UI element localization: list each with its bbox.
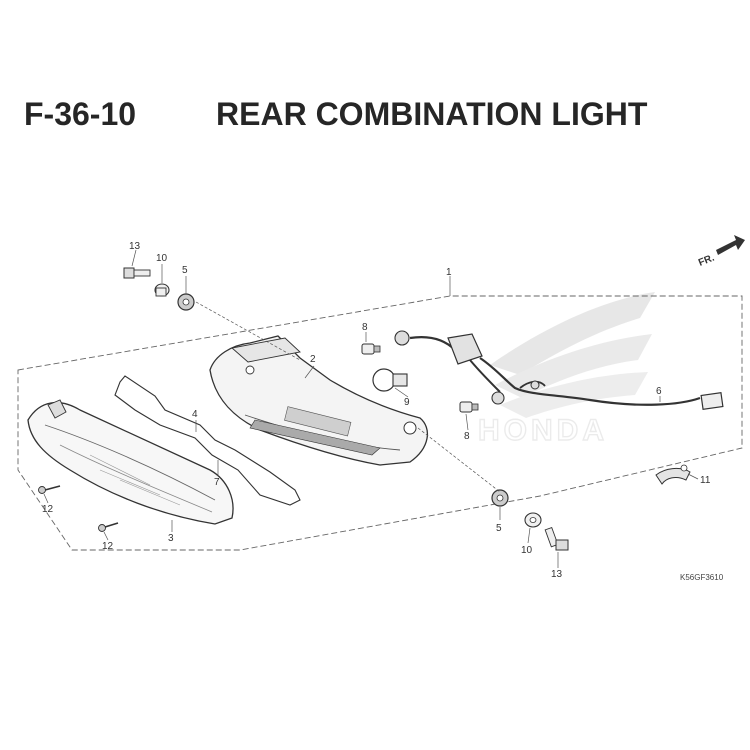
- callout-8a: 8: [362, 322, 368, 333]
- lens-part-3: [27, 399, 234, 525]
- grommet-part-5b: [491, 489, 509, 507]
- callout-11: 11: [700, 475, 711, 486]
- clamp-part-11: [655, 467, 691, 485]
- callout-9: 9: [404, 397, 410, 408]
- callout-6: 6: [656, 386, 662, 397]
- callout-4: 4: [192, 409, 198, 420]
- page-title: REAR COMBINATION LIGHT: [216, 96, 648, 132]
- callout-13a: 13: [129, 241, 141, 252]
- honda-wing-watermark: HONDA: [477, 292, 655, 448]
- small-bulb-part-8b: [459, 401, 479, 413]
- callout-5b: 5: [496, 523, 502, 534]
- callout-1: 1: [446, 267, 452, 278]
- screw-part-12a: [38, 485, 61, 494]
- figure-number: F-36-10: [24, 96, 137, 132]
- collar-part-10a: [154, 283, 170, 297]
- bulb-part-9: [372, 368, 408, 392]
- housing-part-2: [209, 335, 429, 466]
- bolt-part-13b: [544, 526, 569, 551]
- callout-2: 2: [310, 354, 316, 365]
- callout-10b: 10: [521, 545, 533, 556]
- front-direction-arrow: FR.: [697, 235, 745, 269]
- callout-12a: 12: [42, 504, 54, 515]
- leader-lines: [43, 249, 699, 568]
- gasket-part-4: [114, 375, 301, 506]
- fr-label: FR.: [697, 252, 716, 268]
- screw-part-12b: [98, 522, 119, 532]
- callout-labels: 1 2 3 4 5 5 6 7 8 8 9 10 10 11 12 12 13 …: [42, 241, 711, 580]
- callout-13b: 13: [551, 569, 563, 580]
- grommet-part-5a: [177, 293, 195, 311]
- callout-3: 3: [168, 533, 174, 544]
- callout-10a: 10: [156, 253, 168, 264]
- harness-part-6: [394, 330, 724, 411]
- small-bulb-part-8a: [361, 343, 381, 355]
- collar-part-10b: [524, 512, 542, 528]
- watermark-text: HONDA: [478, 414, 608, 447]
- drawing-code: K56GF3610: [680, 573, 724, 582]
- callout-5a: 5: [182, 265, 188, 276]
- assembly-boundary: [17, 295, 743, 551]
- callout-7: 7: [214, 477, 220, 488]
- callout-12b: 12: [102, 541, 114, 552]
- bolt-part-13a: [123, 267, 151, 279]
- callout-8b: 8: [464, 431, 470, 442]
